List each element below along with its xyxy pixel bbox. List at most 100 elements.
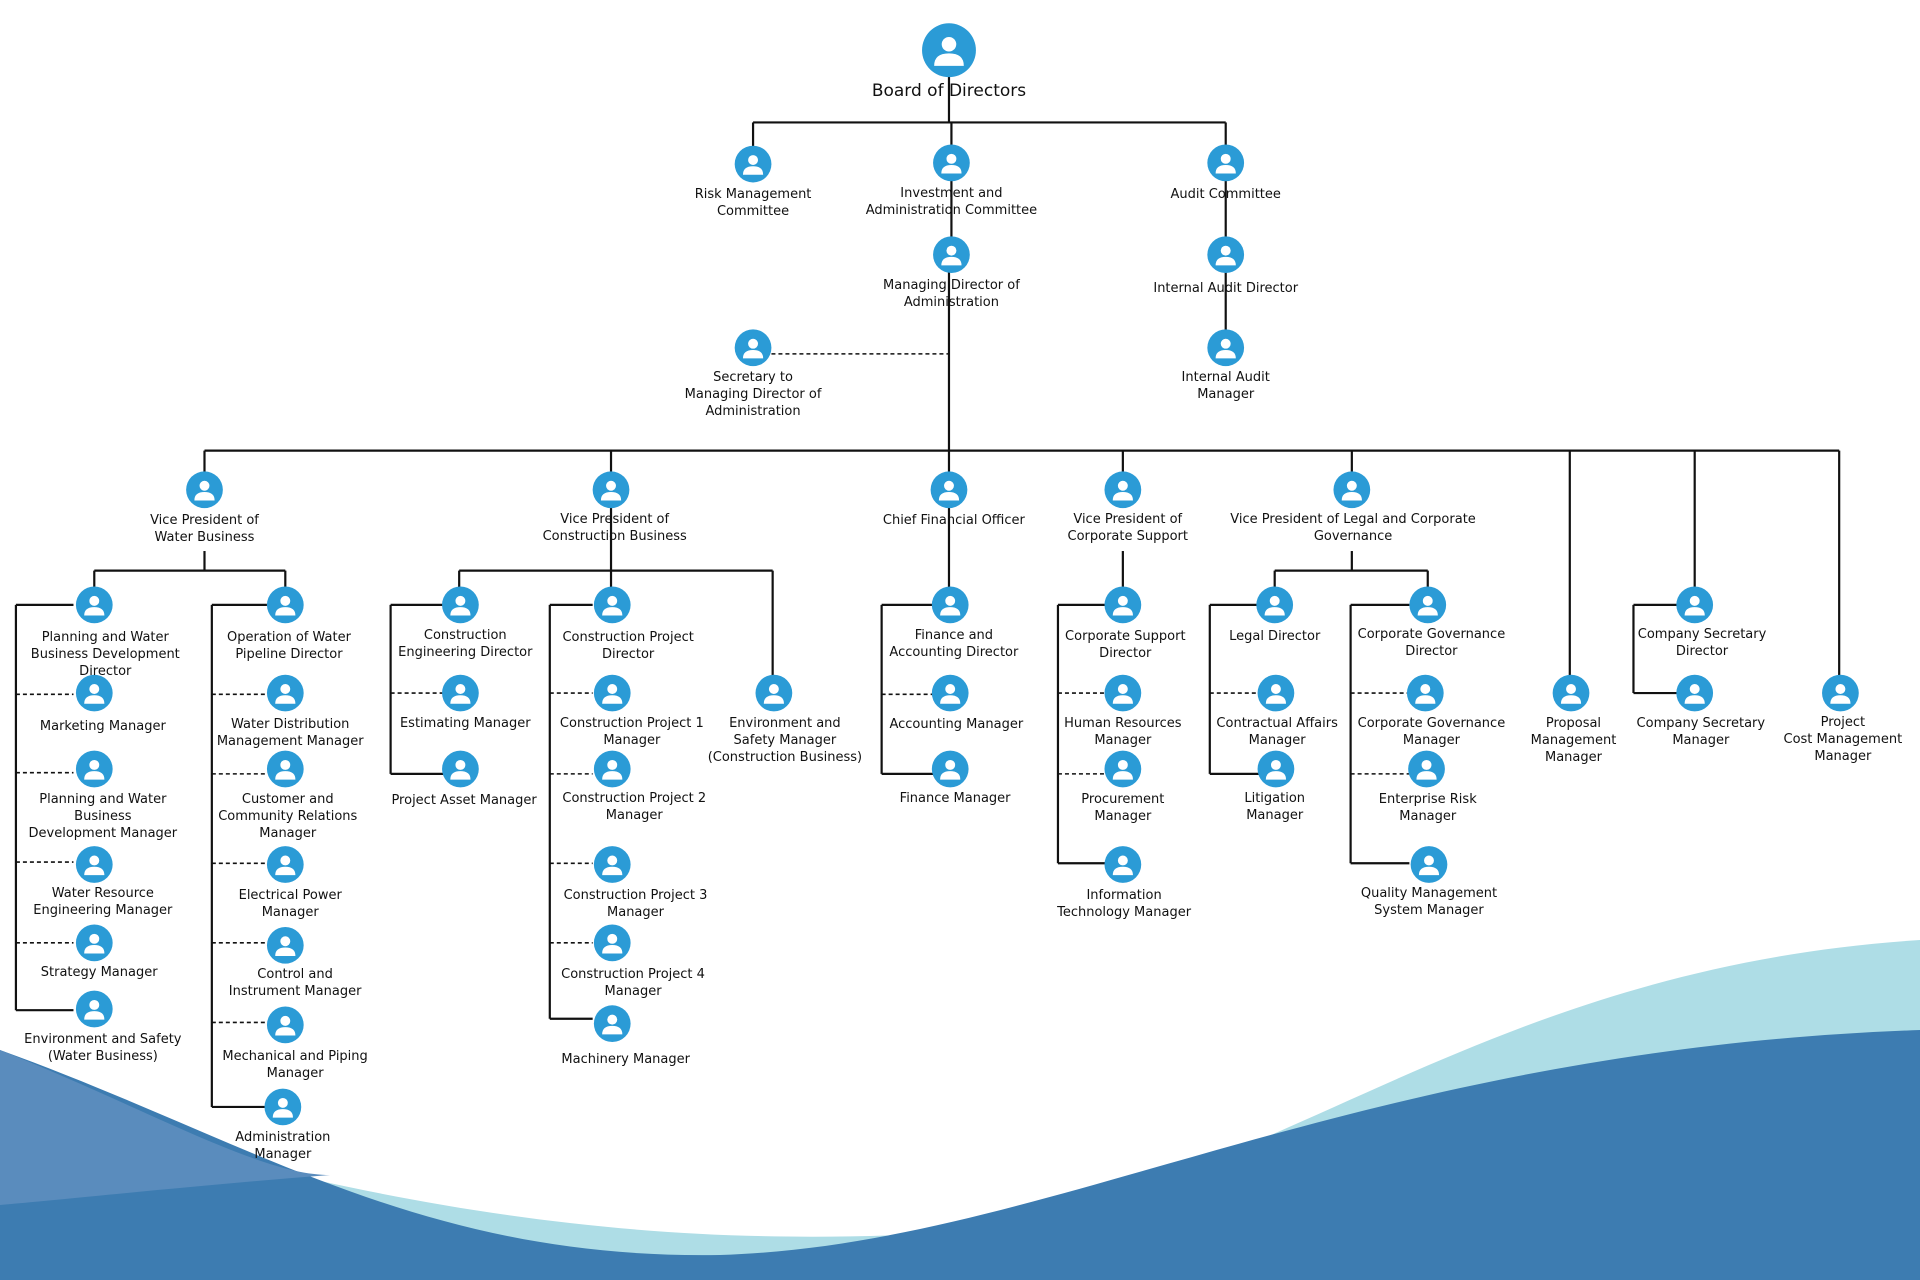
person-icon (933, 144, 970, 182)
node-label-mpm: Mechanical and Piping Manager (222, 1049, 368, 1082)
wave-dark (0, 1030, 1920, 1280)
person-icon (931, 674, 969, 712)
node-label-md: Managing Director of Administration (883, 277, 1020, 310)
person-icon (1676, 586, 1714, 624)
node-label-cp2: Construction Project 2 Manager (562, 790, 707, 823)
person-icon (1408, 750, 1445, 788)
person-icon (1822, 674, 1859, 712)
node-label-proc: Procurement Manager (1081, 792, 1165, 825)
person-icon (755, 674, 793, 712)
person-icon (1207, 144, 1245, 182)
person-icon (1406, 674, 1444, 712)
person-icon (931, 586, 969, 624)
person-icon (734, 329, 772, 367)
node-label-fin: Finance Manager (899, 790, 1011, 806)
node-label-est: Estimating Manager (399, 716, 531, 732)
node-label-vpcs: Vice President of Corporate Support (1067, 511, 1189, 544)
person-icon (75, 586, 113, 624)
person-icon (75, 674, 113, 712)
node-label-cp4: Construction Project 4 Manager (561, 967, 705, 1000)
person-icon (442, 586, 479, 624)
node-label-mach: Machinery Manager (561, 1051, 690, 1067)
person-icon (593, 674, 631, 712)
person-icon (1256, 586, 1294, 624)
connector-lines (14, 73, 1841, 1109)
person-icons (75, 23, 1859, 1126)
person-icon (734, 145, 772, 183)
node-label-pwbd-dir: Planning and Water Business Development … (30, 630, 180, 680)
node-label-mkt: Marketing Manager (39, 718, 166, 734)
person-icon (1207, 236, 1245, 274)
person-icon (1207, 329, 1245, 367)
person-icon (266, 926, 304, 964)
person-icon (266, 750, 304, 788)
node-label-ced: Construction Engineering Director (398, 627, 533, 660)
node-label-wdm: Water Distribution Management Manager (216, 717, 364, 750)
person-icon (1257, 750, 1295, 788)
wave-mid (0, 1050, 330, 1205)
node-label-csd: Corporate Support Director (1065, 629, 1186, 662)
node-label-epm: Electrical Power Manager (238, 887, 342, 920)
person-icon (1409, 586, 1447, 624)
node-label-wre: Water Resource Engineering Manager (33, 886, 173, 919)
person-icon (922, 23, 976, 78)
person-icon (593, 1005, 631, 1043)
node-label-lit: Litigation Manager (1244, 790, 1306, 823)
node-label-adm: Administration Manager (235, 1129, 331, 1162)
person-icon (264, 1088, 302, 1126)
node-label-bod: Board of Directors (871, 80, 1027, 101)
person-icon (593, 586, 631, 624)
person-icon (442, 750, 479, 788)
node-label-fad: Finance and Accounting Director (889, 627, 1019, 660)
node-label-ccr: Customer and Community Relations Manager (218, 792, 358, 842)
person-icon (593, 924, 631, 962)
person-icon (1104, 586, 1142, 624)
node-label-qms: Quality Management System Manager (1360, 886, 1498, 919)
person-icon (75, 750, 113, 788)
person-icon (1104, 750, 1142, 788)
person-icon (931, 750, 969, 788)
person-icon (1104, 674, 1142, 712)
person-icon (266, 1006, 304, 1044)
person-icon (933, 236, 970, 274)
person-icon (1104, 846, 1142, 883)
node-label-erm: Enterprise Risk Manager (1378, 792, 1477, 825)
node-label-strat: Strategy Manager (40, 964, 158, 980)
node-label-cgm: Corporate Governance Manager (1357, 716, 1506, 749)
person-icon (1410, 846, 1448, 883)
person-icon (593, 846, 631, 883)
person-icon (593, 750, 631, 788)
person-icon (266, 674, 304, 712)
node-label-acc: Accounting Manager (889, 717, 1024, 733)
node-label-cgd: Corporate Governance Director (1357, 626, 1506, 659)
person-icon (75, 846, 113, 883)
node-label-csdir: Company Secretary Director (1637, 626, 1767, 659)
node-label-legal: Legal Director (1229, 629, 1321, 645)
person-icon (592, 471, 630, 509)
node-label-cpd: Construction Project Director (562, 630, 694, 663)
person-icon (1676, 674, 1714, 712)
node-label-owp-dir: Operation of Water Pipeline Director (227, 630, 351, 663)
node-label-sec: Secretary to Managing Director of Admini… (684, 369, 822, 419)
node-label-cp1: Construction Project 1 Manager (559, 716, 704, 749)
node-label-invest: Investment and Administration Committee (865, 185, 1038, 218)
node-label-cam: Contractual Affairs Manager (1216, 716, 1338, 749)
node-label-env-w: Environment and Safety (Water Business) (24, 1032, 182, 1065)
wave-background (0, 940, 1920, 1280)
node-label-iam: Internal Audit Manager (1181, 369, 1270, 402)
person-icon (1257, 674, 1295, 712)
person-icon (186, 471, 223, 509)
node-label-vpw: Vice President of Water Business (150, 512, 259, 545)
person-icon (266, 586, 304, 624)
node-label-vpc: Vice President of Construction Business (542, 511, 687, 544)
node-label-risk: Risk Management Committee (694, 187, 812, 220)
person-icon (442, 674, 479, 712)
node-label-pam: Project Asset Manager (391, 793, 537, 809)
person-icon (1333, 471, 1371, 509)
person-icon (930, 471, 968, 509)
node-label-cp3: Construction Project 3 Manager (563, 887, 708, 920)
node-label-csmgr: Company Secretary Manager (1636, 716, 1766, 749)
node-label-pwbd-mgr: Planning and Water Business Development … (28, 792, 178, 842)
node-label-pcm: Project Cost Management Manager (1783, 714, 1903, 764)
